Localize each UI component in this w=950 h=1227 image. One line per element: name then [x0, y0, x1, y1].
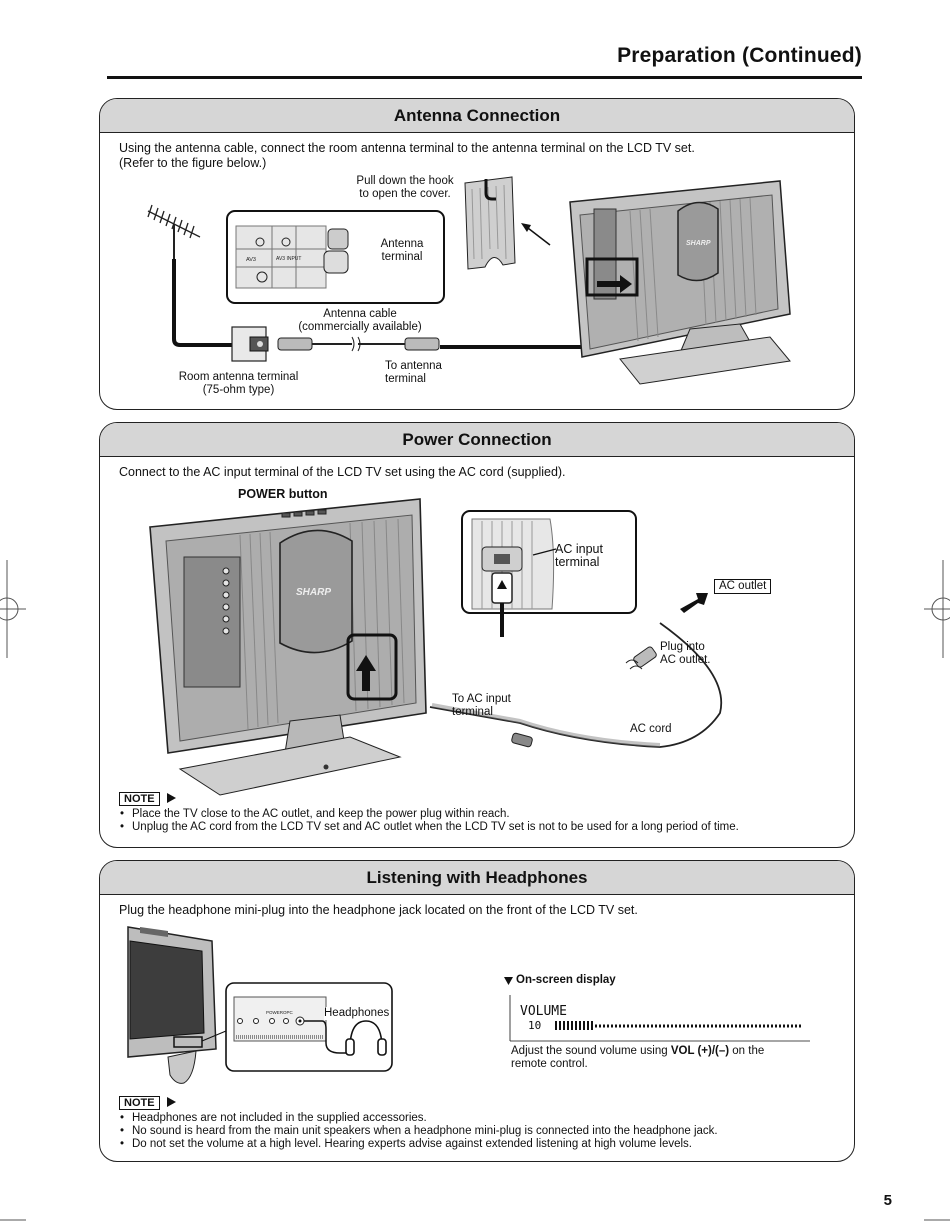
- headphones-intro: Plug the headphone mini-plug into the he…: [119, 903, 638, 917]
- antenna-cable-line: [172, 259, 233, 347]
- tv-brand-logo: SHARP: [686, 240, 711, 247]
- note-item: Place the TV close to the AC outlet, and…: [119, 808, 839, 821]
- osd-heading: On-screen display: [516, 974, 616, 986]
- note-badge: NOTE: [119, 1096, 160, 1110]
- panel-label-opc: OPC: [283, 1010, 294, 1015]
- power-section: Power Connection Connect to the AC input…: [99, 422, 855, 848]
- panel-label-power: POWER: [266, 1010, 284, 1015]
- room-antenna-terminal-icon: [231, 326, 269, 362]
- note-item: No sound is heard from the main unit spe…: [119, 1125, 839, 1138]
- ac-cord-label: AC cord: [630, 723, 672, 735]
- hook-label-line1: Pull down the hook: [356, 175, 454, 187]
- antenna-terminal-label-line1: Antenna: [380, 238, 424, 250]
- osd-volume-label: VOLUME: [520, 1004, 567, 1019]
- ac-outlet-label: AC outlet: [714, 579, 772, 594]
- antenna-section: Antenna Connection Using the antenna cab…: [99, 98, 855, 410]
- panel-label-av3-input: AV3 INPUT: [276, 256, 301, 262]
- osd-volume-value: 10: [528, 1019, 542, 1032]
- lcd-tv-back-icon: SHARP: [149, 498, 427, 796]
- page-title: Preparation (Continued): [617, 44, 862, 67]
- to-antenna-label-line1: To antenna: [385, 360, 442, 372]
- to-ac-input-label-line1: To AC input: [452, 693, 511, 705]
- lcd-tv-front-icon: [127, 926, 227, 1084]
- to-ac-input-label-line2: terminal: [452, 706, 493, 718]
- headphone-jack-zoom: POWER OPC: [225, 982, 393, 1072]
- cable-to-tv: [440, 299, 602, 349]
- tv-brand-logo: SHARP: [296, 587, 331, 598]
- title-rule: [107, 76, 862, 79]
- terminal-cover-icon: [464, 176, 516, 270]
- section-heading: Listening with Headphones: [100, 861, 854, 895]
- ac-input-zoom: [461, 510, 637, 637]
- plug-into-label-line2: AC outlet.: [660, 654, 711, 666]
- antenna-intro-line1: Using the antenna cable, connect the roo…: [119, 141, 695, 155]
- page-number: 5: [883, 1192, 892, 1209]
- note-badge: NOTE: [119, 792, 160, 806]
- to-ac-input-label: To AC input terminal: [452, 693, 532, 719]
- power-intro: Connect to the AC input terminal of the …: [119, 465, 566, 479]
- antenna-cable-label: Antenna cable (commercially available): [280, 308, 440, 334]
- adjust-line2: remote control.: [511, 1058, 588, 1070]
- antenna-intro-line2: (Refer to the figure below.): [119, 156, 267, 170]
- antenna-terminal-label: Antenna terminal: [366, 238, 438, 264]
- adjust-volume-text: Adjust the sound volume using VOL (+)/(–…: [511, 1045, 811, 1071]
- lcd-tv-back-icon: SHARP: [569, 180, 791, 385]
- note-arrow-icon: [167, 793, 176, 803]
- note-item: Unplug the AC cord from the LCD TV set a…: [119, 821, 839, 834]
- adjust-suffix: on the: [729, 1045, 765, 1057]
- headphone-notes: Headphones are not included in the suppl…: [119, 1112, 839, 1151]
- antenna-cable-icon: [277, 336, 440, 352]
- ac-input-label-line1: AC input: [555, 542, 603, 556]
- volume-bar: [509, 995, 810, 1042]
- panel-label-av3: AV3: [246, 257, 256, 263]
- vol-keys-label: VOL (+)/(–): [670, 1045, 730, 1057]
- volume-bar-filled: [555, 1021, 593, 1030]
- antenna-terminal-label-line2: terminal: [381, 251, 423, 263]
- triangle-down-icon: [504, 977, 513, 985]
- power-button-label: POWER button: [238, 487, 328, 501]
- room-antenna-label-line1: Room antenna terminal: [178, 371, 299, 383]
- ac-input-label: AC input terminal: [555, 543, 625, 569]
- note-item: Do not set the volume at a high level. H…: [119, 1138, 839, 1151]
- note-arrow-icon: [167, 1097, 176, 1107]
- antenna-illustration: AV3 AV3 INPUT SHARP: [147, 176, 791, 385]
- antenna-cable-label-line1: Antenna cable: [323, 308, 397, 320]
- plug-into-label: Plug into AC outlet.: [660, 641, 730, 667]
- antenna-cable-label-line2: (commercially available): [298, 321, 422, 333]
- section-heading: Antenna Connection: [100, 99, 854, 133]
- hook-label-line2: to open the cover.: [359, 188, 451, 200]
- power-illustration: SHARP: [149, 498, 723, 796]
- antenna-terminal-zoom: AV3 AV3 INPUT: [226, 210, 445, 304]
- note-item: Headphones are not included in the suppl…: [119, 1112, 839, 1125]
- hook-label: Pull down the hook to open the cover.: [340, 175, 470, 201]
- to-antenna-label: To antenna terminal: [385, 360, 460, 386]
- headphones-section: Listening with Headphones Plug the headp…: [99, 860, 855, 1162]
- power-button-icon: [281, 509, 327, 518]
- to-antenna-label-line2: terminal: [385, 373, 426, 385]
- room-antenna-label-line2: (75-ohm type): [202, 384, 275, 396]
- headphones-icon: [345, 1020, 387, 1056]
- plug-into-label-line1: Plug into: [660, 641, 705, 653]
- room-antenna-label: Room antenna terminal (75-ohm type): [166, 371, 311, 397]
- ac-input-label-line2: terminal: [555, 555, 600, 569]
- section-heading: Power Connection: [100, 423, 854, 457]
- power-notes: Place the TV close to the AC outlet, and…: [119, 808, 839, 834]
- ac-cord-icon: [429, 622, 723, 748]
- arrow-to-outlet: [680, 593, 708, 613]
- adjust-prefix: Adjust the sound volume using: [511, 1045, 671, 1057]
- antenna-intro: Using the antenna cable, connect the roo…: [119, 141, 819, 171]
- headphones-label: Headphones: [324, 1007, 390, 1020]
